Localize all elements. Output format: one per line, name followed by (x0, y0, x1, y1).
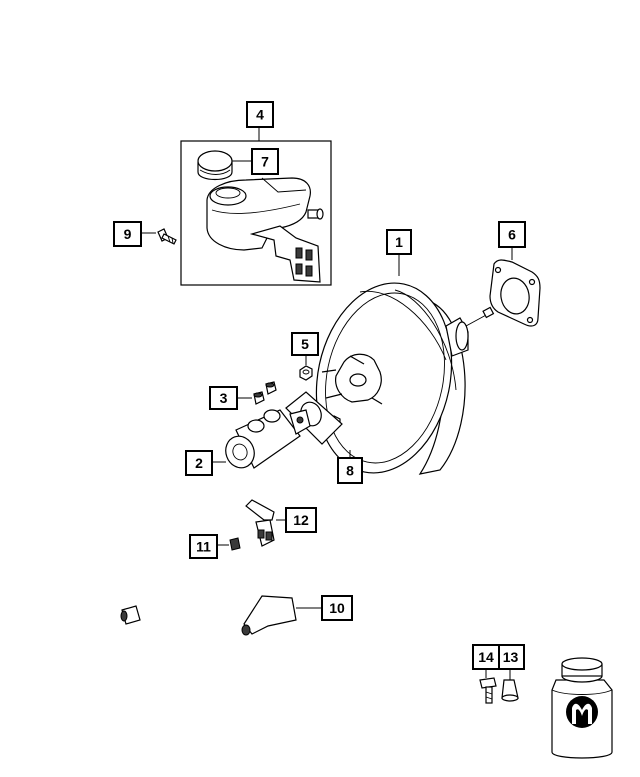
reservoir-cap (197, 150, 233, 181)
screw-9 (141, 228, 177, 245)
callout-box (291, 332, 319, 356)
callout-number: 11 (196, 539, 211, 555)
callout-number: 13 (503, 649, 519, 665)
callout-box (189, 534, 218, 559)
callout-number: 4 (256, 107, 264, 123)
sensor-bracket-12 (245, 499, 286, 547)
callout-number: 14 (478, 649, 494, 665)
callout-8: 8 (337, 457, 363, 484)
callout-3: 3 (209, 386, 238, 410)
callout-number: 10 (329, 600, 345, 616)
callout-9: 9 (113, 221, 142, 247)
callout-13: 13 (496, 644, 525, 670)
callout-7: 7 (251, 148, 279, 175)
brake-booster (315, 253, 495, 475)
clip-11 (217, 537, 241, 551)
seal-8 (285, 391, 351, 458)
callout-number: 7 (261, 154, 269, 170)
callout-box (246, 101, 274, 128)
callout-box (498, 221, 526, 248)
callout-2: 2 (185, 450, 213, 476)
master-cylinder (212, 409, 311, 469)
callout-number: 6 (508, 227, 516, 243)
callout-1: 1 (386, 229, 412, 255)
grommets-3 (237, 381, 277, 405)
callout-box (472, 644, 500, 670)
callout-box (251, 148, 279, 175)
callout-box (285, 507, 317, 533)
callout-box (496, 644, 525, 670)
callout-number: 8 (346, 463, 354, 479)
callout-12: 12 (285, 507, 317, 533)
nut-13 (501, 668, 519, 702)
callout-box (209, 386, 238, 410)
callout-number: 1 (395, 234, 403, 250)
callout-6: 6 (498, 221, 526, 248)
reservoir-assembly (180, 127, 332, 286)
fluid-bottle (551, 657, 613, 759)
callout-10: 10 (321, 595, 353, 621)
callout-number: 2 (195, 455, 203, 471)
callout-number: 12 (293, 512, 309, 528)
callout-number: 5 (301, 336, 309, 352)
callout-box (337, 457, 363, 484)
callout-number: 9 (124, 226, 132, 242)
callout-box (185, 450, 213, 476)
mopar-logo-icon (566, 696, 598, 728)
gasket-6 (489, 247, 541, 327)
callout-11: 11 (189, 534, 218, 559)
callout-14: 14 (472, 644, 500, 670)
bolt-14 (479, 668, 497, 704)
callout-box (386, 229, 412, 255)
callout-number: 3 (220, 390, 228, 406)
reservoir-frame (180, 140, 332, 286)
callout-5: 5 (291, 332, 319, 356)
callout-box (113, 221, 142, 247)
callout-box (321, 595, 353, 621)
callout-4: 4 (246, 101, 274, 128)
vacuum-tube-10 (120, 564, 322, 636)
reservoir-bracket (249, 225, 321, 283)
